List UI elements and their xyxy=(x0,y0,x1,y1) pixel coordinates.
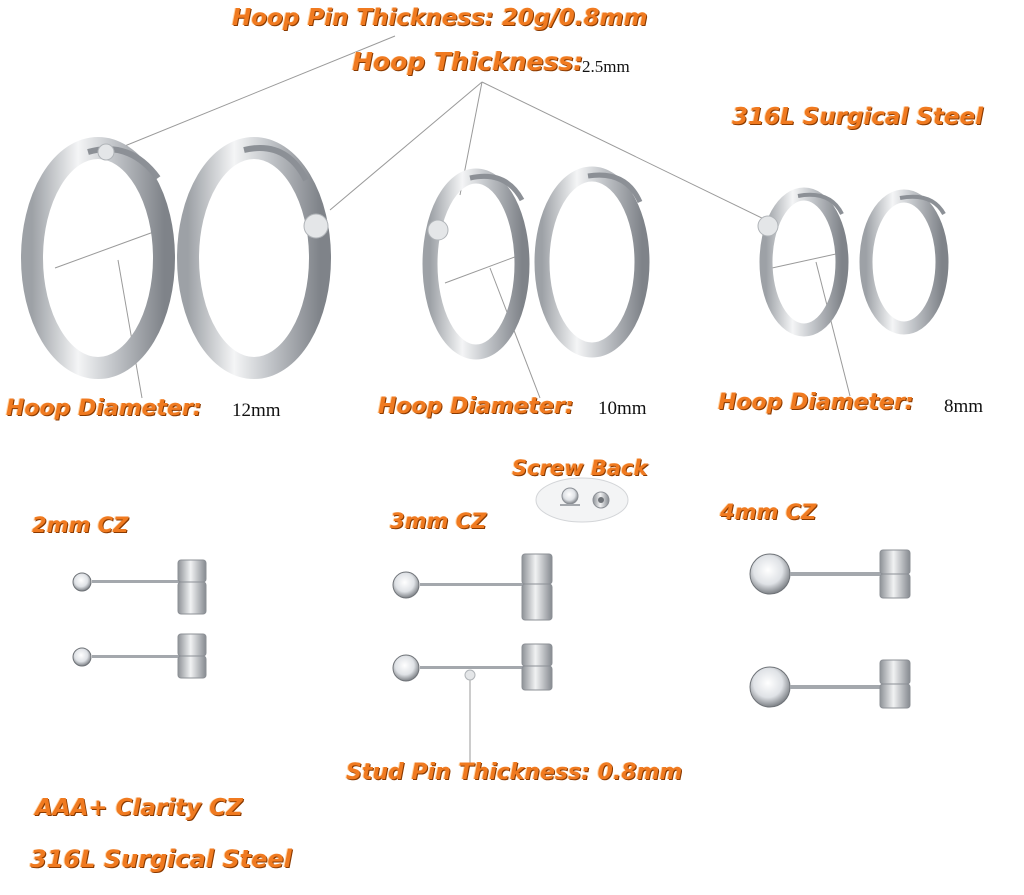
stud-earring-2mm-top xyxy=(72,559,207,615)
hoop-earring-10mm-right xyxy=(534,166,650,358)
cz-4mm-label: 4mm CZ xyxy=(720,500,817,524)
stud-earring-2mm-bottom xyxy=(72,633,207,679)
hoop-earring-8mm-right xyxy=(859,189,949,335)
hoop-diameter-label-10: Hoop Diameter: xyxy=(378,394,574,419)
hoop-thickness-label: Hoop Thickness: xyxy=(352,47,584,76)
stud-earring-4mm-top xyxy=(749,549,911,599)
hoop-diameter-label-12: Hoop Diameter: xyxy=(6,396,202,421)
hoop-pin-thickness-label: Hoop Pin Thickness: 20g/0.8mm xyxy=(232,5,648,31)
clarity-label: AAA+ Clarity CZ xyxy=(35,795,243,821)
steel-label-bottom: 316L Surgical Steel xyxy=(30,845,292,873)
steel-label-top: 316L Surgical Steel xyxy=(732,104,983,130)
hoop-diameter-value-12: 12mm xyxy=(232,400,281,421)
hoop-thickness-value: 2.5mm xyxy=(582,57,630,76)
hoop-earring-12mm-right xyxy=(177,137,331,379)
cz-3mm-label: 3mm CZ xyxy=(390,509,487,533)
hoop-diameter-label-8: Hoop Diameter: xyxy=(718,390,914,415)
stud-pin-thickness-label: Stud Pin Thickness: 0.8mm xyxy=(346,760,683,785)
hoop-diameter-value-10: 10mm xyxy=(598,398,647,419)
stud-earring-3mm-bottom xyxy=(392,643,553,691)
screw-back-label: Screw Back xyxy=(512,456,648,480)
hoop-earring-8mm-left xyxy=(757,187,849,337)
hoop-earring-10mm-left xyxy=(422,168,530,360)
screw-back-icon xyxy=(535,477,629,523)
cz-2mm-label: 2mm CZ xyxy=(32,513,129,537)
stud-earring-4mm-bottom xyxy=(749,659,911,709)
hoop-earring-12mm-left xyxy=(21,137,175,379)
stud-earring-3mm-top xyxy=(392,553,553,621)
hoop-diameter-value-8: 8mm xyxy=(944,396,984,417)
